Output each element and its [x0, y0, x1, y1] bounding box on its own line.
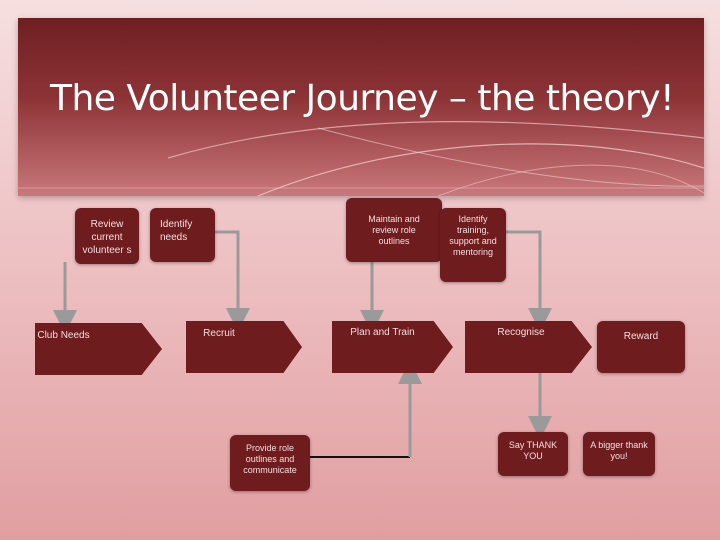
page-title: The Volunteer Journey – the theory! [50, 78, 675, 119]
node-maintain-role-outlines: Maintain and review role outlines [346, 198, 442, 262]
node-reward: Reward [597, 321, 685, 373]
node-bigger-thank-you: A bigger thank you! [583, 432, 655, 476]
node-say-thank-you: Say THANK YOU [498, 432, 568, 476]
node-recruit: Recruit [186, 321, 302, 373]
banner-swoosh-lines [18, 121, 704, 196]
node-identify-needs: Identify needs [150, 208, 215, 262]
title-banner: The Volunteer Journey – the theory! [18, 18, 704, 196]
node-club-needs: Club Needs [35, 323, 162, 375]
node-provide-role-outlines: Provide role outlines and communicate [230, 435, 310, 491]
connector-training-to-recognise [502, 230, 552, 332]
node-plan-and-train: Plan and Train [332, 321, 453, 373]
node-review-current-volunteers: Review current volunteer s [75, 208, 139, 264]
connector-identify-to-recruit [215, 230, 250, 332]
node-recognise: Recognise [465, 321, 592, 373]
node-identify-training: Identify training, support and mentoring [440, 208, 506, 282]
